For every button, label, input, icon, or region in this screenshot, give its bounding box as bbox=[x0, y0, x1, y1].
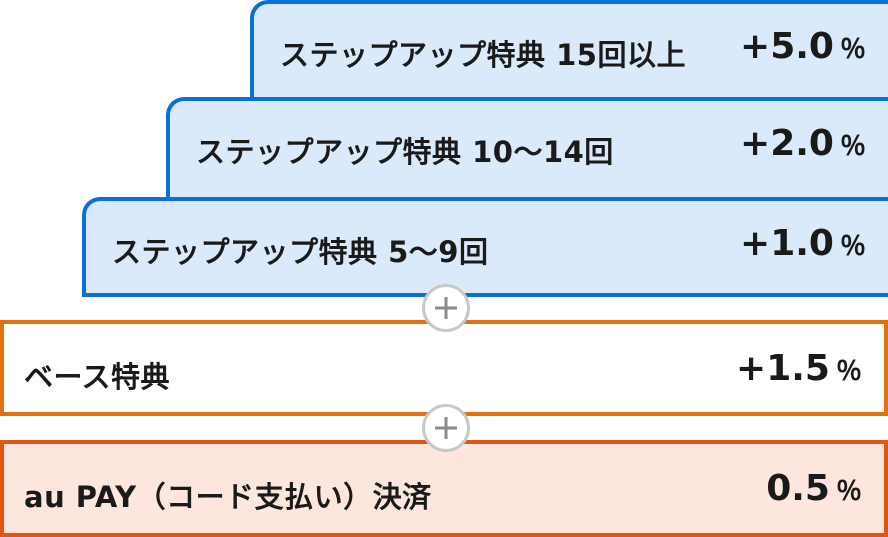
rate-unit: ％ bbox=[835, 477, 862, 507]
rate-value: +5.0 bbox=[740, 26, 834, 67]
rate-value: +2.0 bbox=[740, 123, 834, 164]
rate-value: +1.5 bbox=[736, 348, 830, 389]
au-pay-payment-rate: 0.5 ％ bbox=[766, 468, 862, 509]
tier-rate: +5.0 ％ bbox=[740, 26, 866, 67]
base-benefit-rate: +1.5 ％ bbox=[736, 348, 862, 389]
tier-rate: +1.0 ％ bbox=[740, 223, 866, 264]
rate-unit: ％ bbox=[839, 232, 866, 262]
au-pay-payment-label: au PAY（コード支払い）決済 bbox=[24, 480, 432, 514]
au-pay-payment-row: au PAY（コード支払い）決済 0.5 ％ bbox=[0, 440, 888, 537]
rate-unit: ％ bbox=[835, 357, 862, 387]
base-benefit-row: ベース特典 +1.5 ％ bbox=[0, 320, 888, 416]
tier-label: ステップアップ特典 10〜14回 bbox=[196, 135, 614, 169]
rate-value: +1.0 bbox=[740, 223, 834, 264]
base-benefit-label: ベース特典 bbox=[24, 360, 171, 394]
tier-rate: +2.0 ％ bbox=[740, 123, 866, 164]
plus-icon bbox=[422, 284, 470, 332]
tier-label: ステップアップ特典 15回以上 bbox=[280, 38, 686, 72]
step-up-tier-5-9: ステップアップ特典 5〜9回 +1.0 ％ bbox=[82, 197, 888, 297]
rate-value: 0.5 bbox=[766, 468, 830, 509]
tier-label: ステップアップ特典 5〜9回 bbox=[112, 235, 489, 269]
plus-icon bbox=[422, 404, 470, 452]
rate-unit: ％ bbox=[839, 132, 866, 162]
rate-unit: ％ bbox=[839, 35, 866, 65]
